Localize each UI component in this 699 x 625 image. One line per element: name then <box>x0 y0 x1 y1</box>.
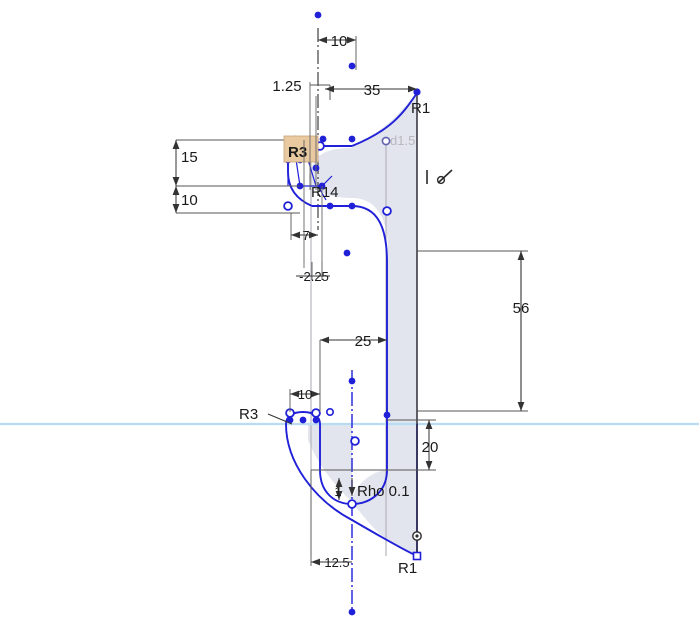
dimension-10-lower[interactable]: 10 <box>289 387 320 412</box>
constraint-symbols[interactable] <box>426 169 453 185</box>
dimension-label: -2.25 <box>299 269 329 284</box>
dimension-label: 35 <box>364 82 381 99</box>
dimension-label: 15 <box>181 149 198 166</box>
dimension-10-left[interactable]: 10 <box>172 185 300 214</box>
tangent-symbol[interactable] <box>436 169 453 185</box>
extension-lines <box>303 82 323 268</box>
dimension-56[interactable]: 56 <box>417 250 530 412</box>
radius-label-r3-lower[interactable]: R3 <box>239 406 293 425</box>
dimension-label: 10 <box>298 387 312 402</box>
dimension-label: 7 <box>302 228 309 243</box>
dimension-12p5[interactable]: 12.5 <box>310 470 352 570</box>
radius-label: R14 <box>311 184 339 201</box>
dimension-7[interactable]: 7 <box>290 213 318 243</box>
dimension-1p25[interactable]: 1.25 <box>272 78 331 100</box>
ghost-label-d1p5: d1.5 <box>390 133 415 148</box>
radius-highlight-box <box>283 135 319 163</box>
dimension-label: 1 <box>334 484 341 499</box>
ghost-dimension-label: d1.5 <box>390 133 415 148</box>
dimension-label: 20 <box>422 439 439 456</box>
radius-label-r1-top[interactable]: R1 <box>411 100 430 117</box>
radius-label: R3 <box>239 406 258 423</box>
dimension-20[interactable]: 20 <box>352 419 439 471</box>
dimension-label: 10 <box>331 33 348 50</box>
dimension-neg-2p25[interactable]: -2.25 <box>296 262 330 284</box>
radius-label: R1 <box>398 560 417 577</box>
radius-label: R1 <box>411 100 430 117</box>
dimension-top-10[interactable]: 10 <box>318 33 357 70</box>
dimension-25[interactable]: 25 <box>319 333 387 412</box>
dimension-label: 56 <box>513 300 530 317</box>
dimension-rho[interactable]: Rho 0.1 <box>348 478 410 500</box>
dimension-1[interactable]: 1 <box>311 469 352 500</box>
dimension-35[interactable]: 35 <box>325 82 417 99</box>
radius-label-r1-bottom[interactable]: R1 <box>398 560 417 577</box>
dimension-label: 12.5 <box>324 555 349 570</box>
dimension-label: 1.25 <box>272 78 301 95</box>
dimension-label: 25 <box>355 333 372 350</box>
vertical-centerline[interactable] <box>317 28 353 612</box>
radius-label: R3 <box>288 144 307 161</box>
radius-label-r14[interactable]: R14 <box>311 184 339 201</box>
dimension-label: 10 <box>181 192 198 209</box>
radius-label-r3-upper[interactable]: R3 <box>283 135 319 163</box>
dimension-label: Rho 0.1 <box>357 483 410 500</box>
